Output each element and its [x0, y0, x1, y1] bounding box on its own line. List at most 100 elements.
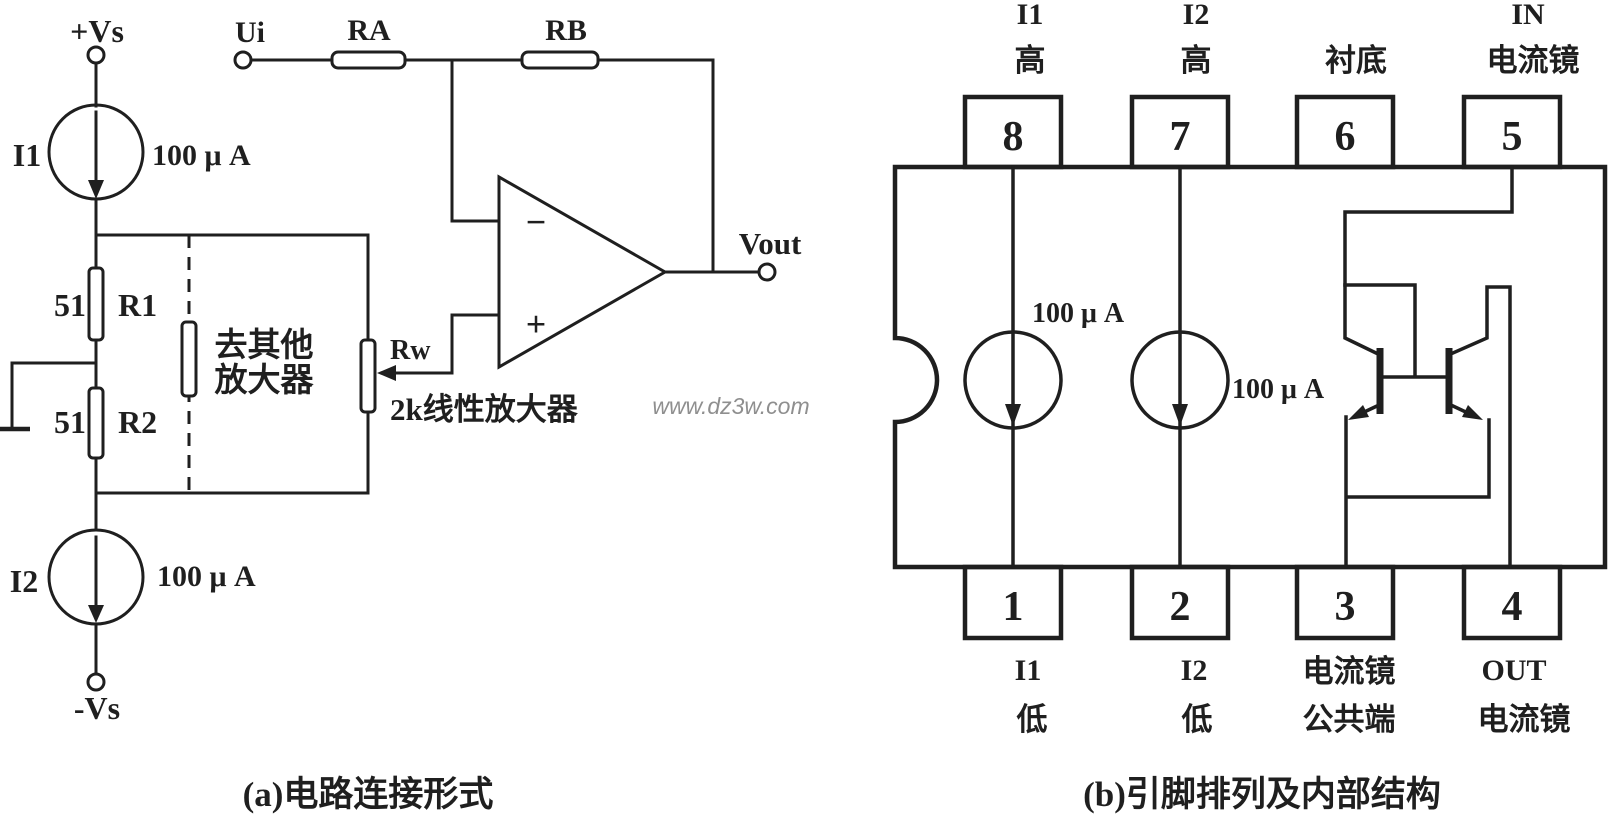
- pin-7-label-line2: 高: [1181, 43, 1212, 78]
- pin-2-label-line2: 低: [1181, 702, 1213, 737]
- pin-8-number: 8: [1003, 114, 1024, 160]
- r1-name-label: R1: [118, 287, 157, 323]
- current-source-i1: I1 100 μ A: [13, 103, 251, 201]
- pin-6: 6 衬底: [1294, 43, 1396, 170]
- vout-terminal-circle: [757, 262, 777, 282]
- pin-3-number: 3: [1335, 584, 1356, 630]
- pin-7-number: 7: [1170, 114, 1191, 160]
- transistor-right-arrowhead-icon: [1462, 405, 1483, 420]
- pin-7: 7 I2 高: [1129, 0, 1231, 170]
- ic-b: 8 I1 高 7 I2 高 6 衬底 5 IN 电流镜 1 I1 低: [892, 0, 1608, 814]
- pin-1-label-line1: I1: [1015, 654, 1042, 687]
- rw-body: [359, 338, 377, 414]
- i2-name-label: I2: [10, 563, 38, 599]
- pin-8: 8 I1 高: [962, 0, 1064, 170]
- caption-a: (a)电路连接形式: [243, 775, 494, 814]
- pin-2-label-line1: I2: [1181, 654, 1208, 687]
- i1-value-label: 100 μ A: [152, 139, 251, 172]
- mirror-input-wire: [1343, 165, 1514, 356]
- pin-4-box: [1461, 564, 1563, 641]
- pin-1-label-line2: 低: [1016, 702, 1048, 737]
- branch-note-line1: 去其他: [215, 327, 314, 364]
- pin-2-number: 2: [1170, 584, 1191, 630]
- pin-6-label-line2: 衬底: [1325, 43, 1387, 78]
- pin-2: 2 I2 低: [1129, 564, 1231, 737]
- ra-body: [330, 50, 407, 70]
- potentiometer-rw: Rw 2k线性放大器: [359, 233, 579, 495]
- r1-body: [87, 266, 105, 342]
- transistor-left-arrowhead-icon: [1348, 405, 1369, 420]
- cs1-value-label: 100 μ A: [1032, 298, 1125, 329]
- cs1-circle: [963, 330, 1063, 430]
- i2-arrowhead-icon: [88, 605, 104, 623]
- cs2-circle: [1130, 330, 1230, 430]
- opamp: − + Vout: [450, 58, 802, 375]
- resistor-r1: 51 R1: [54, 266, 157, 342]
- minus-vs-terminal-circle: [86, 672, 106, 692]
- internal-current-source-1: 100 μ A: [963, 165, 1125, 569]
- pin-3: 3 电流镜 公共端: [1294, 564, 1396, 737]
- cs2-arrowhead-icon: [1172, 404, 1188, 426]
- i1-arrowhead-icon: [88, 180, 104, 199]
- rw-name-label: Rw: [390, 335, 431, 366]
- opamp-plus-sign: +: [526, 304, 547, 344]
- pin-3-label-line1: 电流镜: [1303, 654, 1396, 689]
- r2-value-label: 51: [54, 404, 86, 440]
- input-rail: Ui RA RB: [233, 14, 715, 70]
- r1-value-label: 51: [54, 287, 86, 323]
- branch-note-line2: 放大器: [215, 362, 315, 399]
- rb-body: [520, 50, 600, 70]
- i1-name-label: I1: [13, 137, 41, 173]
- pin-3-label-line2: 公共端: [1303, 702, 1396, 737]
- pin-6-number: 6: [1335, 114, 1356, 160]
- plus-vs-label: +Vs: [70, 13, 124, 49]
- rb-name-label: RB: [545, 14, 587, 47]
- pin-6-box: [1294, 94, 1396, 170]
- mirror-output-wire: [1450, 285, 1512, 569]
- pin-5-number: 5: [1502, 114, 1523, 160]
- r2-body: [87, 386, 105, 460]
- pin-1: 1 I1 低: [962, 564, 1064, 737]
- pin-5-label-line1: IN: [1511, 0, 1545, 31]
- i2-value-label: 100 μ A: [157, 560, 256, 593]
- resistor-r2: 51 R2: [54, 386, 157, 460]
- cs2-value-label: 100 μ A: [1232, 374, 1325, 405]
- ui-terminal-circle: [233, 50, 253, 70]
- circuit-a: +Vs I1 100 μ A 51 R1 51: [0, 13, 810, 814]
- branch-to-other-amplifiers: 去其他 放大器: [180, 235, 315, 493]
- watermark: www.dz3w.com: [652, 393, 809, 419]
- pin-8-label-line2: 高: [1015, 43, 1046, 78]
- opamp-triangle: [497, 174, 669, 370]
- pin-4-label-line2: 电流镜: [1478, 702, 1571, 737]
- pin-8-label-line1: I1: [1017, 0, 1044, 31]
- rw-note-label: 2k线性放大器: [390, 392, 579, 427]
- ground-connection: [0, 361, 98, 432]
- vout-label: Vout: [739, 226, 802, 261]
- branch-resistor-body: [180, 320, 198, 398]
- rw-wiper-arrowhead-icon: [377, 365, 396, 381]
- caption-b: (b)引脚排列及内部结构: [1083, 775, 1441, 814]
- pin-4: 4 OUT 电流镜: [1461, 564, 1571, 737]
- mirror-common-wire: [1344, 415, 1491, 569]
- r2-name-label: R2: [118, 404, 157, 440]
- pin-4-number: 4: [1502, 584, 1523, 630]
- minus-vs-label: -Vs: [74, 690, 120, 726]
- current-source-i2: I2 100 μ A: [10, 528, 256, 626]
- internal-current-source-2: 100 μ A: [1130, 165, 1325, 569]
- pin-1-number: 1: [1003, 584, 1024, 630]
- ra-name-label: RA: [347, 14, 391, 47]
- mirror-base-tie-wire: [1343, 283, 1417, 377]
- pin-7-label-line1: I2: [1183, 0, 1210, 31]
- plus-vs-terminal-circle: [86, 45, 106, 65]
- ui-label: Ui: [235, 16, 265, 49]
- opamp-minus-sign: −: [526, 202, 547, 242]
- pin-4-label-line1: OUT: [1481, 654, 1546, 687]
- current-mirror: [1343, 165, 1514, 569]
- pin-5: 5 IN 电流镜: [1461, 0, 1580, 170]
- pin-5-label-line2: 电流镜: [1487, 43, 1580, 78]
- cs1-arrowhead-icon: [1005, 404, 1021, 426]
- negative-supply-terminal: -Vs: [74, 622, 120, 726]
- positive-supply-terminal: +Vs: [70, 13, 124, 108]
